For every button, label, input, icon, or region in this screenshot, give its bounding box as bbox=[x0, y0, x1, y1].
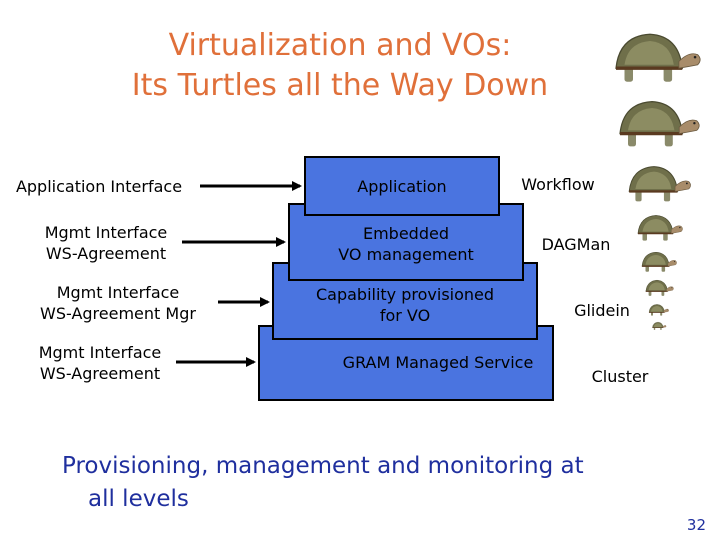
box-text-line: for VO bbox=[379, 306, 431, 325]
left-label-application-interface: Application Interface bbox=[2, 176, 196, 197]
right-label-cluster: Cluster bbox=[591, 367, 649, 386]
label-line: Application Interface bbox=[15, 177, 183, 196]
left-label-mgmt-3: Mgmt Interface WS-Agreement bbox=[2, 342, 198, 384]
box-text-line: Capability provisioned bbox=[315, 285, 495, 304]
turtle-icon bbox=[648, 303, 670, 317]
bottom-line-2: all levels bbox=[88, 486, 189, 512]
bottom-line-1: Provisioning, management and monitoring … bbox=[62, 453, 584, 479]
slide-title: Virtualization and VOs: Its Turtles all … bbox=[60, 26, 620, 106]
turtle-icon bbox=[645, 279, 675, 297]
box-text-application: Application bbox=[304, 176, 500, 197]
label-line: Mgmt Interface bbox=[44, 223, 168, 242]
label-line: WS-Agreement bbox=[39, 364, 161, 383]
box-text-line: VO management bbox=[338, 245, 474, 264]
label-line: Mgmt Interface bbox=[38, 343, 162, 362]
label-line: WS-Agreement Mgr bbox=[40, 304, 196, 323]
bottom-statement: Provisioning, management and monitoring … bbox=[62, 450, 584, 516]
box-embedded-vo-management bbox=[288, 203, 524, 281]
box-text-line: Embedded bbox=[362, 224, 449, 243]
turtle-icon bbox=[641, 251, 678, 273]
turtle-icon bbox=[618, 99, 701, 148]
page-number: 32 bbox=[686, 516, 706, 534]
right-label-workflow: Workflow bbox=[521, 175, 595, 194]
box-text-line: Application bbox=[357, 177, 447, 196]
box-text-gram: GRAM Managed Service bbox=[310, 352, 566, 373]
left-label-mgmt-1: Mgmt Interface WS-Agreement bbox=[8, 222, 204, 264]
turtle-icon bbox=[637, 214, 684, 242]
label-line: Mgmt Interface bbox=[56, 283, 180, 302]
box-application bbox=[304, 156, 500, 216]
box-text-line: GRAM Managed Service bbox=[342, 353, 534, 372]
box-text-capability: Capability provisioned for VO bbox=[272, 284, 538, 326]
box-text-embedded: Embedded VO management bbox=[288, 223, 524, 265]
turtle-icon bbox=[627, 165, 692, 203]
turtle-icon bbox=[614, 32, 702, 84]
title-line-2: Its Turtles all the Way Down bbox=[131, 68, 549, 103]
right-label-glidein: Glidein bbox=[574, 301, 630, 320]
label-line: WS-Agreement bbox=[45, 244, 167, 263]
turtle-icon bbox=[652, 321, 667, 331]
right-label-dagman: DAGMan bbox=[541, 235, 611, 254]
title-line-1: Virtualization and VOs: bbox=[168, 28, 512, 63]
left-label-mgmt-2: Mgmt Interface WS-Agreement Mgr bbox=[20, 282, 216, 324]
